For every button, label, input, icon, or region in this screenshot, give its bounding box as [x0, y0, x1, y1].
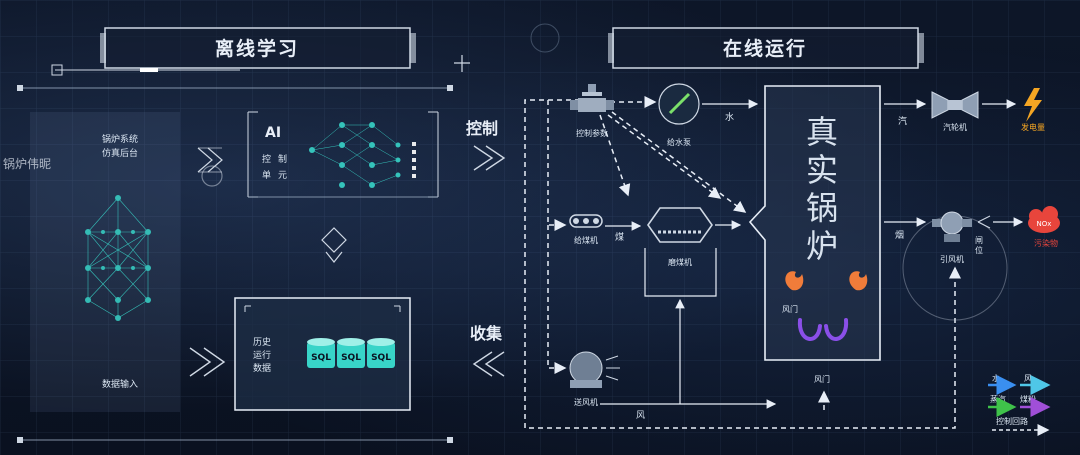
legend-control-loop-label: 控制回路 — [996, 416, 1028, 426]
history-data-char-3: 数据 — [253, 362, 271, 374]
control-label: 控制 — [466, 119, 498, 138]
pollutant-label: 污染物 — [1034, 238, 1058, 248]
online-title-box: 在线运行 — [608, 27, 924, 69]
sql-database-icon-2: SQL — [337, 338, 365, 368]
offline-title: 离线学习 — [215, 37, 299, 60]
svg-text:SQL: SQL — [311, 353, 331, 363]
ai-label: AI — [265, 125, 281, 141]
power-label: 发电量 — [1021, 122, 1045, 132]
collect-chevron-icon — [472, 351, 505, 377]
chevron-connector-icon-3 — [189, 347, 226, 377]
neural-mesh-icon — [85, 195, 151, 321]
steam-label: 汽 — [898, 115, 907, 127]
chevron-connector-icon-1 — [197, 147, 223, 187]
feed-pump-icon — [658, 83, 700, 125]
svg-text:SQL: SQL — [341, 353, 361, 363]
history-data-char-1: 历史 — [253, 336, 271, 348]
control-chevron-icon — [473, 145, 506, 171]
legend-wind-label: 风 — [1024, 374, 1032, 383]
boiler-body — [748, 85, 881, 361]
boiler-char-3: 锅 — [806, 189, 838, 227]
boiler-char-1: 真 — [806, 113, 838, 151]
legend: 水 风 蒸汽 煤粉 控制回路 — [988, 373, 1051, 436]
purple-flame-icon — [797, 318, 849, 341]
id-fan-out-mark — [977, 215, 991, 229]
control-unit-char-4: 元 — [278, 171, 287, 181]
water-label: 水 — [725, 111, 734, 123]
lightning-bolt-icon — [1024, 88, 1042, 122]
flame-icon-2 — [849, 271, 868, 291]
flame-icon-1 — [785, 271, 804, 291]
legend-steam-label: 蒸汽 — [990, 394, 1006, 404]
legend-water-label: 水 — [992, 373, 1000, 383]
nox-text: NOx — [1037, 220, 1052, 228]
sql-database-icon-1: SQL — [307, 338, 335, 368]
online-title: 在线运行 — [723, 37, 807, 60]
air-damper-lower-label: 风门 — [814, 374, 830, 384]
sql-database-icon-3: SQL — [367, 338, 395, 368]
id-fan-label: 引风机 — [940, 254, 964, 264]
id-fan-icon — [932, 211, 972, 242]
boiler-char-2: 实 — [806, 151, 838, 189]
ai-control-unit-panel: AI 控 制 单 元 — [247, 111, 439, 198]
nox-cloud-icon: NOx — [1028, 206, 1060, 233]
control-unit-char-1: 控 — [262, 153, 271, 165]
offline-panel — [17, 64, 453, 443]
control-param-label: 控制参数 — [576, 128, 608, 138]
sim-backend-label-1: 锅炉系统 — [102, 133, 138, 145]
flue-label: 烟 — [895, 229, 904, 241]
legend-coal-powder-label: 煤粉 — [1020, 394, 1036, 404]
forced-fan-label: 送风机 — [574, 397, 598, 407]
control-unit-char-2: 制 — [278, 153, 287, 165]
turbine-icon — [931, 91, 979, 119]
forced-fan-icon — [569, 351, 620, 388]
control-loop-dashed — [524, 96, 961, 429]
turbine-label: 汽轮机 — [943, 122, 967, 132]
sim-backend-label-2: 仿真后台 — [102, 147, 138, 159]
watermark-text: 锅炉伟昵 — [3, 156, 51, 171]
history-data-panel: 历史 运行 数据 SQL SQL SQL — [234, 297, 411, 411]
offline-title-box: 离线学习 — [100, 27, 416, 69]
air-damper-upper-label: 风门 — [782, 304, 798, 314]
id-fan-side-2: 位 — [975, 245, 983, 255]
boiler-char-4: 炉 — [806, 227, 838, 265]
coal-mill-label: 磨煤机 — [668, 257, 692, 267]
control-valve-icon — [570, 84, 614, 112]
svg-text:SQL: SQL — [371, 353, 391, 363]
collect-label: 收集 — [470, 324, 503, 343]
decor-circle-1 — [530, 23, 560, 53]
data-input-label: 数据输入 — [102, 378, 138, 390]
coal-mill-icon — [647, 207, 713, 243]
neural-network-icon — [309, 122, 416, 188]
mill-loop-line — [644, 248, 717, 297]
history-data-char-2: 运行 — [253, 349, 271, 361]
coal-feeder-label: 给煤机 — [574, 235, 598, 245]
plus-icon — [454, 55, 470, 72]
wind-label: 风 — [636, 410, 645, 421]
feed-pump-label: 给水泵 — [667, 137, 691, 147]
coal-feeder-icon — [569, 214, 603, 228]
id-fan-side-1: 闸 — [975, 236, 983, 245]
coal-label: 煤 — [615, 231, 624, 243]
control-unit-char-3: 单 — [262, 169, 271, 181]
chevron-connector-icon-2 — [321, 227, 347, 263]
